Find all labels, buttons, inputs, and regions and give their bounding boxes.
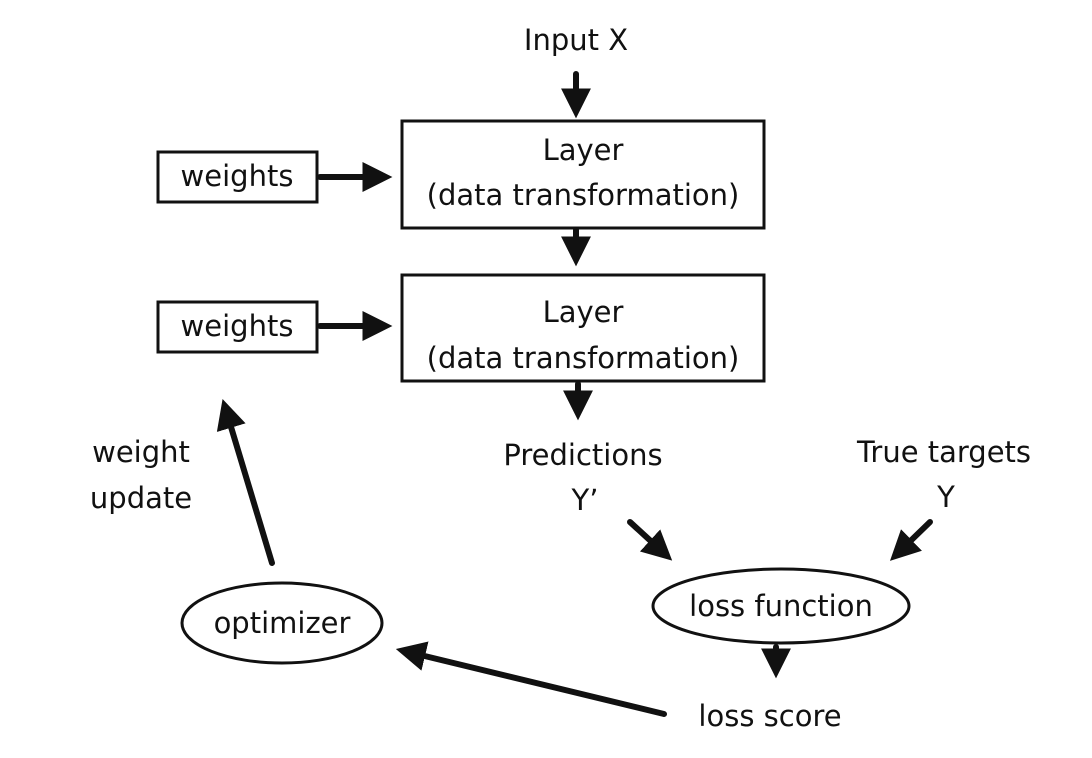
loss-function-node: loss function: [651, 567, 911, 645]
optimizer-label: optimizer: [214, 606, 351, 640]
weights1-box: weights: [156, 150, 319, 204]
arrow-predictions-to-loss: [627, 519, 673, 561]
arrow-score-to-optimizer: [395, 641, 667, 717]
predictions-symbol: Y’: [571, 483, 599, 517]
true-targets-symbol: Y: [936, 480, 955, 514]
weights2-label: weights: [181, 309, 294, 343]
layer2-box: Layer (data transformation): [400, 273, 766, 383]
layer1-box: Layer (data transformation): [400, 119, 766, 230]
layer2-title: Layer: [543, 295, 624, 329]
weight-update-line2: update: [90, 481, 192, 515]
loss-score-label: loss score: [698, 699, 841, 733]
layer1-subtitle: (data transformation): [427, 178, 740, 212]
true-targets-label: True targets: [856, 435, 1031, 469]
loss-function-label: loss function: [689, 589, 873, 623]
arrow-targets-to-loss: [889, 519, 933, 561]
layer1-title: Layer: [543, 133, 624, 167]
weight-update-line1: weight: [92, 435, 190, 469]
weights1-label: weights: [181, 159, 294, 193]
layer2-subtitle: (data transformation): [427, 341, 740, 375]
arrow-optimizer-to-weights2: [216, 398, 275, 566]
input-x-label: Input X: [524, 23, 628, 57]
predictions-label: Predictions: [503, 438, 662, 472]
weights2-box: weights: [156, 300, 319, 354]
optimizer-node: optimizer: [180, 581, 384, 665]
